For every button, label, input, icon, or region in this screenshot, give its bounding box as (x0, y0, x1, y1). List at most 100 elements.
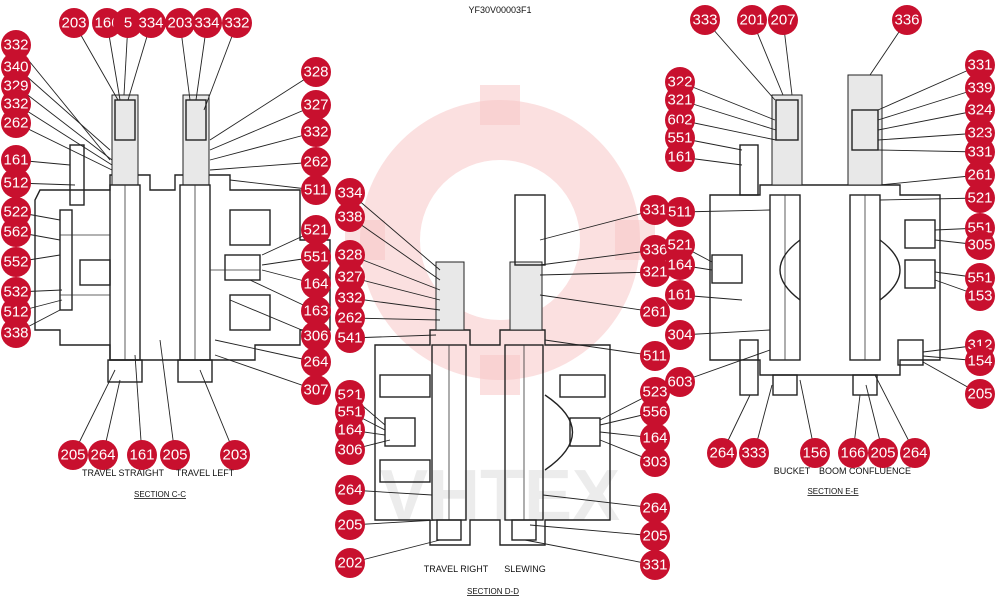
callout-262: 262 (1, 108, 113, 171)
callout-number: 541 (337, 330, 362, 347)
callout-number: 205 (642, 528, 667, 545)
callout-leader-line (679, 81, 776, 121)
callout-number: 322 (667, 74, 692, 91)
callout-leader-line (209, 161, 317, 171)
callout-332: 332 (203, 8, 252, 111)
callout-bubble (838, 438, 868, 468)
section-d-caption-slewing: SLEWING (504, 564, 546, 574)
callout-number: 332 (3, 96, 28, 113)
callout-306: 306 (335, 435, 391, 465)
callout-511: 511 (229, 175, 331, 205)
callout-205: 205 (529, 521, 670, 551)
callout-bubble (1, 318, 31, 348)
callout-leader-line (524, 539, 656, 566)
callout-leader-line (679, 209, 771, 213)
callout-number: 521 (303, 222, 328, 239)
callout-leader-line (349, 192, 441, 271)
callout-number: 551 (303, 249, 328, 266)
callout-bubble (301, 375, 331, 405)
callout-bubble (665, 280, 695, 310)
callout-number: 511 (304, 182, 328, 199)
callout-number: 264 (902, 445, 927, 462)
callout-bubble (301, 215, 331, 245)
callout-number: 5 (124, 15, 132, 32)
callout-bubble (1, 108, 31, 138)
callout-leader-line (529, 524, 656, 537)
callout-number: 334 (138, 15, 163, 32)
callout-bubble (665, 320, 695, 350)
section-e-title: SECTION E-E (807, 487, 858, 496)
callout-203: 203 (199, 369, 250, 470)
callout-number: 166 (94, 15, 119, 32)
callout-327: 327 (335, 262, 441, 301)
callout-number: 332 (303, 124, 328, 141)
callout-number: 304 (667, 327, 692, 344)
callout-bubble (1, 217, 31, 247)
callout-number: 512 (3, 304, 28, 321)
callout-bubble (868, 438, 898, 468)
callout-bubble (88, 440, 118, 470)
callout-number: 521 (667, 237, 692, 254)
callout-202: 202 (335, 539, 441, 578)
callout-bubble (301, 242, 331, 272)
callout-number: 303 (642, 454, 667, 471)
callout-leader-line (349, 539, 441, 564)
callout-339: 339 (877, 73, 995, 121)
callout-bubble (1, 168, 31, 198)
callout-number: 328 (337, 247, 362, 264)
callout-163: 163 (249, 279, 331, 326)
callout-leader-line (877, 64, 981, 111)
callout-bubble (640, 397, 670, 427)
callout-leader-line (349, 317, 441, 321)
callout-number: 511 (643, 348, 667, 365)
callout-number: 163 (303, 303, 328, 320)
callout-bubble (1, 145, 31, 175)
callout-number: 161 (667, 287, 692, 304)
callout-164: 164 (261, 269, 331, 299)
callout-bubble (640, 550, 670, 580)
callout-number: 327 (303, 97, 328, 114)
callout-leader-line (15, 103, 113, 166)
callout-262: 262 (209, 147, 331, 177)
callout-bubble (640, 521, 670, 551)
callout-leader-line (15, 66, 111, 151)
callout-number: 551 (337, 404, 362, 421)
callout-number: 262 (337, 310, 362, 327)
callout-number: 321 (667, 92, 692, 109)
callout-bubble (113, 8, 143, 38)
callout-203: 203 (59, 8, 119, 101)
callout-207: 207 (768, 5, 798, 96)
callout-304: 304 (665, 320, 771, 350)
callout-bubble (800, 438, 830, 468)
callout-203: 203 (165, 8, 195, 101)
callout-bubble (690, 5, 720, 35)
callout-bubble (640, 235, 670, 265)
callout-leader-line (704, 19, 776, 101)
callout-bubble (335, 323, 365, 353)
callout-5: 5 (113, 8, 143, 96)
callout-338: 338 (335, 202, 441, 281)
callout-leader-line (877, 87, 981, 121)
callout-leader-line (214, 354, 317, 391)
callout-bubble (301, 117, 331, 147)
callout-bubble (965, 183, 995, 213)
callout-bubble (965, 95, 995, 125)
callout-512: 512 (1, 168, 76, 198)
callout-164: 164 (665, 250, 713, 280)
callout-leader-line (134, 354, 143, 456)
callout-bubble (192, 8, 222, 38)
callout-number: 264 (90, 447, 115, 464)
callout-bubble (665, 250, 695, 280)
callout-number: 340 (3, 59, 28, 76)
callout-number: 334 (194, 15, 219, 32)
callout-161: 161 (127, 354, 157, 470)
callout-324: 324 (877, 95, 995, 131)
callout-leader-line (209, 71, 317, 141)
callout-number: 333 (692, 12, 717, 29)
callout-leader-line (214, 339, 317, 363)
callout-511: 511 (544, 339, 670, 371)
callout-number: 551 (967, 270, 992, 287)
callout-number: 154 (967, 353, 992, 370)
callout-bubble (160, 440, 190, 470)
